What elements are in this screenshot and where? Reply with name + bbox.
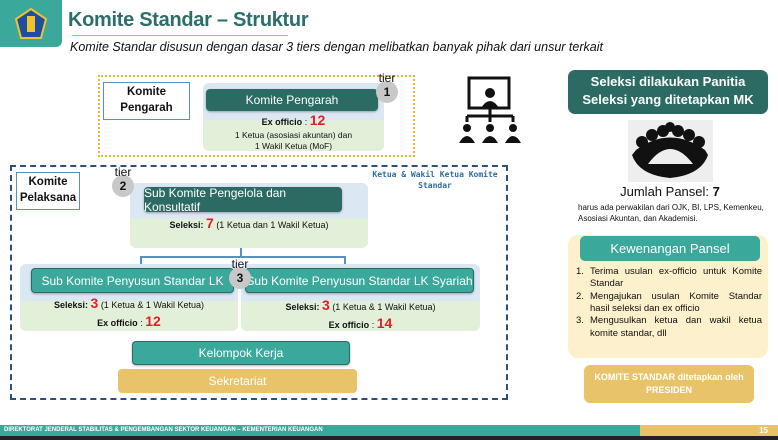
- ex-officio-value: 14: [376, 315, 393, 331]
- ketua-wakil-note: Ketua & Wakil Ketua Komite Standar: [372, 170, 498, 190]
- pansel-label: Jumlah Pansel:: [620, 184, 710, 199]
- seleksi-label: Seleksi:: [53, 300, 88, 310]
- seleksi-value: 3: [322, 297, 330, 313]
- kewenangan-list: 1.Terima usulan ex-officio untuk Komite …: [576, 266, 762, 340]
- kewenangan-header: Kewenangan Pansel: [580, 236, 760, 261]
- komite-pengarah-header: Komite Pengarah: [206, 89, 378, 111]
- tier1-frame: [98, 75, 415, 157]
- komite-pelaksana-frame: [10, 165, 508, 400]
- pansel-note: harus ada perwakilan dari OJK, BI, LPS, …: [578, 203, 764, 223]
- sub-komite-lk-card: Sub Komite Penyusun Standar LK Seleksi: …: [20, 264, 238, 331]
- connector: [140, 256, 142, 264]
- page-subtitle: Komite Standar disusun dengan dasar 3 ti…: [70, 40, 603, 54]
- desc-line-2: 1 Wakil Ketua (MoF): [254, 141, 333, 151]
- seleksi-label: Seleksi:: [285, 302, 320, 312]
- seleksi-label: Seleksi:: [169, 220, 204, 230]
- ex-officio-label: Ex officio: [261, 117, 303, 127]
- organization-icon: [459, 76, 521, 143]
- sekretariat-box: Sekretariat: [118, 369, 357, 393]
- ministry-logo: [0, 0, 62, 47]
- ex-officio-label: Ex officio: [328, 320, 370, 330]
- seleksi-line: Seleksi: 7 (1 Ketua dan 1 Wakil Ketua): [130, 215, 368, 231]
- sub-komite-lk-header: Sub Komite Penyusun Standar LK: [31, 268, 234, 293]
- colon: :: [304, 117, 308, 127]
- ex-officio-value: 12: [309, 112, 326, 128]
- ex-officio-value: 12: [145, 313, 161, 329]
- emblem-icon: [14, 7, 48, 39]
- ditetapkan-presiden-box: KOMITE STANDAR ditetapkan oleh PRESIDEN: [584, 365, 754, 403]
- desc-line-1: 1 Ketua (asosiasi akuntan) dan: [234, 130, 353, 140]
- sub-komite-lk-syariah-card: Sub Komite Penyusun Standar LK Syariah S…: [241, 264, 480, 331]
- seleksi-note: (1 Ketua & 1 Wakil Ketua): [100, 300, 205, 310]
- sub-komite-pengelola-card: Sub Komite Pengelola dan Konsultatif Sel…: [130, 183, 368, 248]
- list-item: 3.Mengusulkan ketua dan wakil ketua komi…: [576, 315, 762, 339]
- ex-officio-label: Ex officio: [97, 318, 138, 328]
- connector: [140, 256, 345, 258]
- title-underline: [72, 35, 288, 36]
- seleksi-value: 7: [206, 215, 214, 231]
- ex-officio-line: Ex officio : 12: [203, 112, 384, 128]
- seleksi-note: (1 Ketua & 1 Wakil Ketua): [332, 302, 436, 312]
- komite-pengarah-label: Komite Pengarah: [103, 82, 190, 120]
- connector: [240, 248, 242, 257]
- seleksi-note: (1 Ketua dan 1 Wakil Ketua): [216, 220, 329, 230]
- list-item: 1.Terima usulan ex-officio untuk Komite …: [576, 266, 762, 290]
- footer-text: DIREKTORAT JENDERAL STABILITAS & PENGEMB…: [0, 425, 640, 436]
- sub-komite-lk-syariah-header: Sub Komite Penyusun Standar LK Syariah: [245, 268, 474, 293]
- seleksi-value: 3: [90, 295, 99, 311]
- sub-komite-pengelola-header: Sub Komite Pengelola dan Konsultatif: [144, 186, 342, 214]
- colon: :: [140, 318, 143, 328]
- komite-pengarah-card: Komite Pengarah Ex officio : 12 1 Ketua …: [203, 83, 384, 151]
- page-title: Komite Standar – Struktur: [68, 9, 309, 31]
- page-number: 15: [640, 425, 778, 436]
- kelompok-kerja-box: Kelompok Kerja: [132, 341, 350, 365]
- connector: [344, 256, 346, 264]
- jumlah-pansel: Jumlah Pansel: 7: [600, 184, 740, 199]
- list-item: 2.Mengajukan usulan Komite Standar hasil…: [576, 290, 762, 315]
- colon: :: [371, 320, 375, 330]
- komite-pelaksana-label: Komite Pelaksana: [16, 172, 80, 210]
- pansel-value: 7: [712, 184, 720, 199]
- meeting-table-icon: [628, 120, 713, 182]
- seleksi-panel-title: Seleksi dilakukan Panitia Seleksi yang d…: [568, 70, 768, 114]
